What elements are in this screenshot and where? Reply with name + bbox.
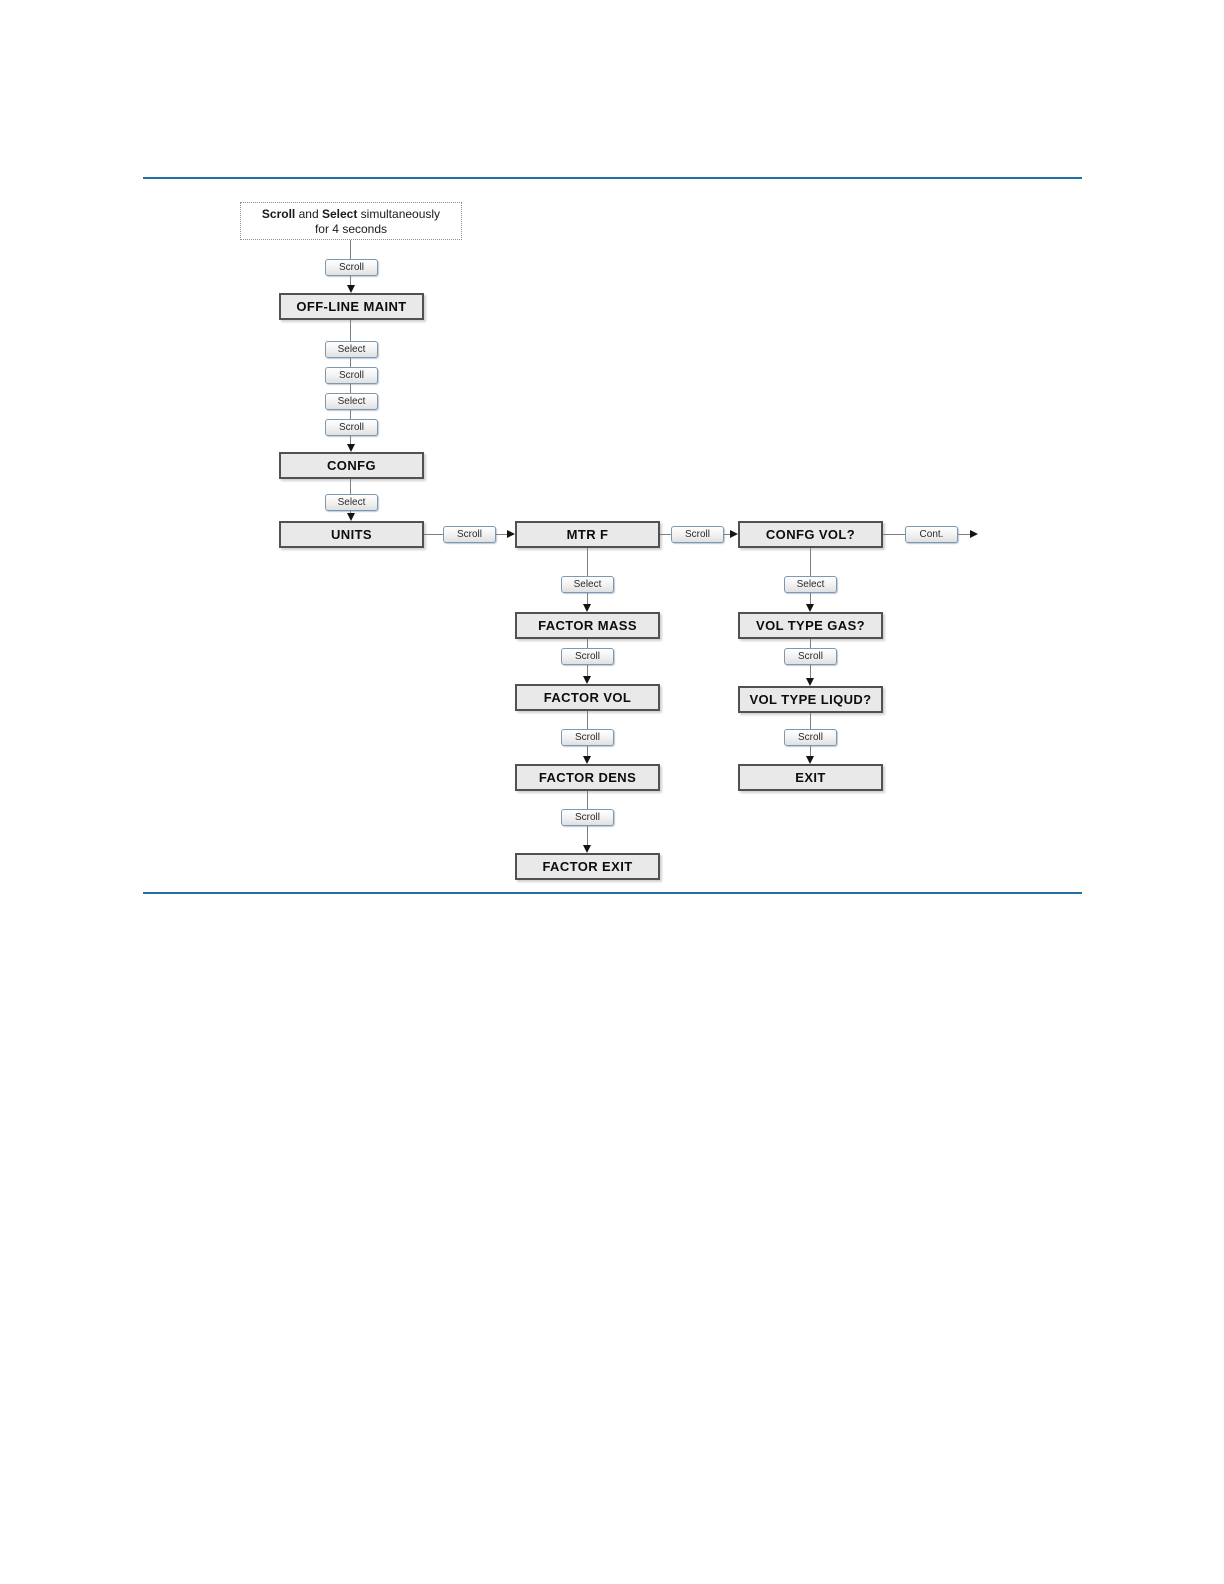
cont-button: Cont. [905, 526, 958, 543]
arrow-down-icon [347, 285, 355, 293]
arrow-down-icon [583, 676, 591, 684]
connector-line [810, 746, 811, 756]
arrow-down-icon [806, 604, 814, 612]
connector-line [724, 534, 730, 535]
note-select-word: Select [321, 207, 358, 221]
connector-line [587, 711, 588, 729]
scroll-button: Scroll [325, 259, 378, 276]
connector-line [810, 665, 811, 678]
arrow-right-icon [507, 530, 515, 538]
connector-line [587, 791, 588, 809]
node-vol-type-gas: VOL TYPE GAS? [738, 612, 883, 639]
connector-line [424, 534, 443, 535]
connector-line [810, 639, 811, 648]
select-button: Select [325, 393, 378, 410]
arrow-down-icon [583, 604, 591, 612]
scroll-button: Scroll [784, 648, 837, 665]
bottom-rule [143, 892, 1082, 894]
arrow-right-icon [970, 530, 978, 538]
top-rule [143, 177, 1082, 179]
node-factor-dens: FACTOR DENS [515, 764, 660, 791]
arrow-right-icon [730, 530, 738, 538]
node-factor-exit: FACTOR EXIT [515, 853, 660, 880]
node-mtr-f: MTR F [515, 521, 660, 548]
connector-line [350, 358, 351, 367]
select-button: Select [325, 341, 378, 358]
scroll-button: Scroll [561, 809, 614, 826]
connector-line [660, 534, 671, 535]
connector-line [587, 665, 588, 676]
arrow-down-icon [583, 756, 591, 764]
scroll-button: Scroll [561, 729, 614, 746]
arrow-down-icon [806, 756, 814, 764]
node-factor-vol: FACTOR VOL [515, 684, 660, 711]
note-and-word: and [295, 207, 322, 221]
node-confg: CONFG [279, 452, 424, 479]
connector-line [496, 534, 507, 535]
connector-line [587, 548, 588, 576]
connector-line [810, 548, 811, 576]
node-exit: EXIT [738, 764, 883, 791]
arrow-down-icon [347, 513, 355, 521]
connector-line [883, 534, 905, 535]
connector-line [810, 593, 811, 604]
node-confg-vol: CONFG VOL? [738, 521, 883, 548]
node-vol-type-liqud: VOL TYPE LIQUD? [738, 686, 883, 713]
instruction-note: Scroll and Select simultaneously for 4 s… [240, 202, 462, 240]
note-line1: Scroll and Select simultaneously [241, 207, 461, 222]
connector-line [958, 534, 970, 535]
scroll-button: Scroll [784, 729, 837, 746]
arrow-down-icon [806, 678, 814, 686]
connector-line [350, 511, 351, 513]
connector-line [587, 826, 588, 845]
connector-line [587, 639, 588, 648]
select-button: Select [784, 576, 837, 593]
scroll-button: Scroll [671, 526, 724, 543]
arrow-down-icon [583, 845, 591, 853]
arrow-down-icon [347, 444, 355, 452]
scroll-button: Scroll [443, 526, 496, 543]
connector-line [350, 240, 351, 259]
connector-line [350, 276, 351, 285]
node-units: UNITS [279, 521, 424, 548]
connector-line [350, 384, 351, 393]
connector-line [350, 436, 351, 444]
node-factor-mass: FACTOR MASS [515, 612, 660, 639]
connector-line [350, 479, 351, 494]
select-button: Select [325, 494, 378, 511]
select-button: Select [561, 576, 614, 593]
scroll-button: Scroll [325, 367, 378, 384]
scroll-button: Scroll [325, 419, 378, 436]
connector-line [587, 746, 588, 756]
connector-line [810, 713, 811, 729]
note-scroll-word: Scroll [261, 207, 296, 221]
note-simultaneously-word: simultaneously [357, 207, 441, 221]
connector-line [350, 410, 351, 419]
scroll-button: Scroll [561, 648, 614, 665]
node-off-line-maint: OFF-LINE MAINT [279, 293, 424, 320]
connector-line [350, 320, 351, 341]
note-line2: for 4 seconds [314, 222, 388, 236]
connector-line [587, 593, 588, 604]
